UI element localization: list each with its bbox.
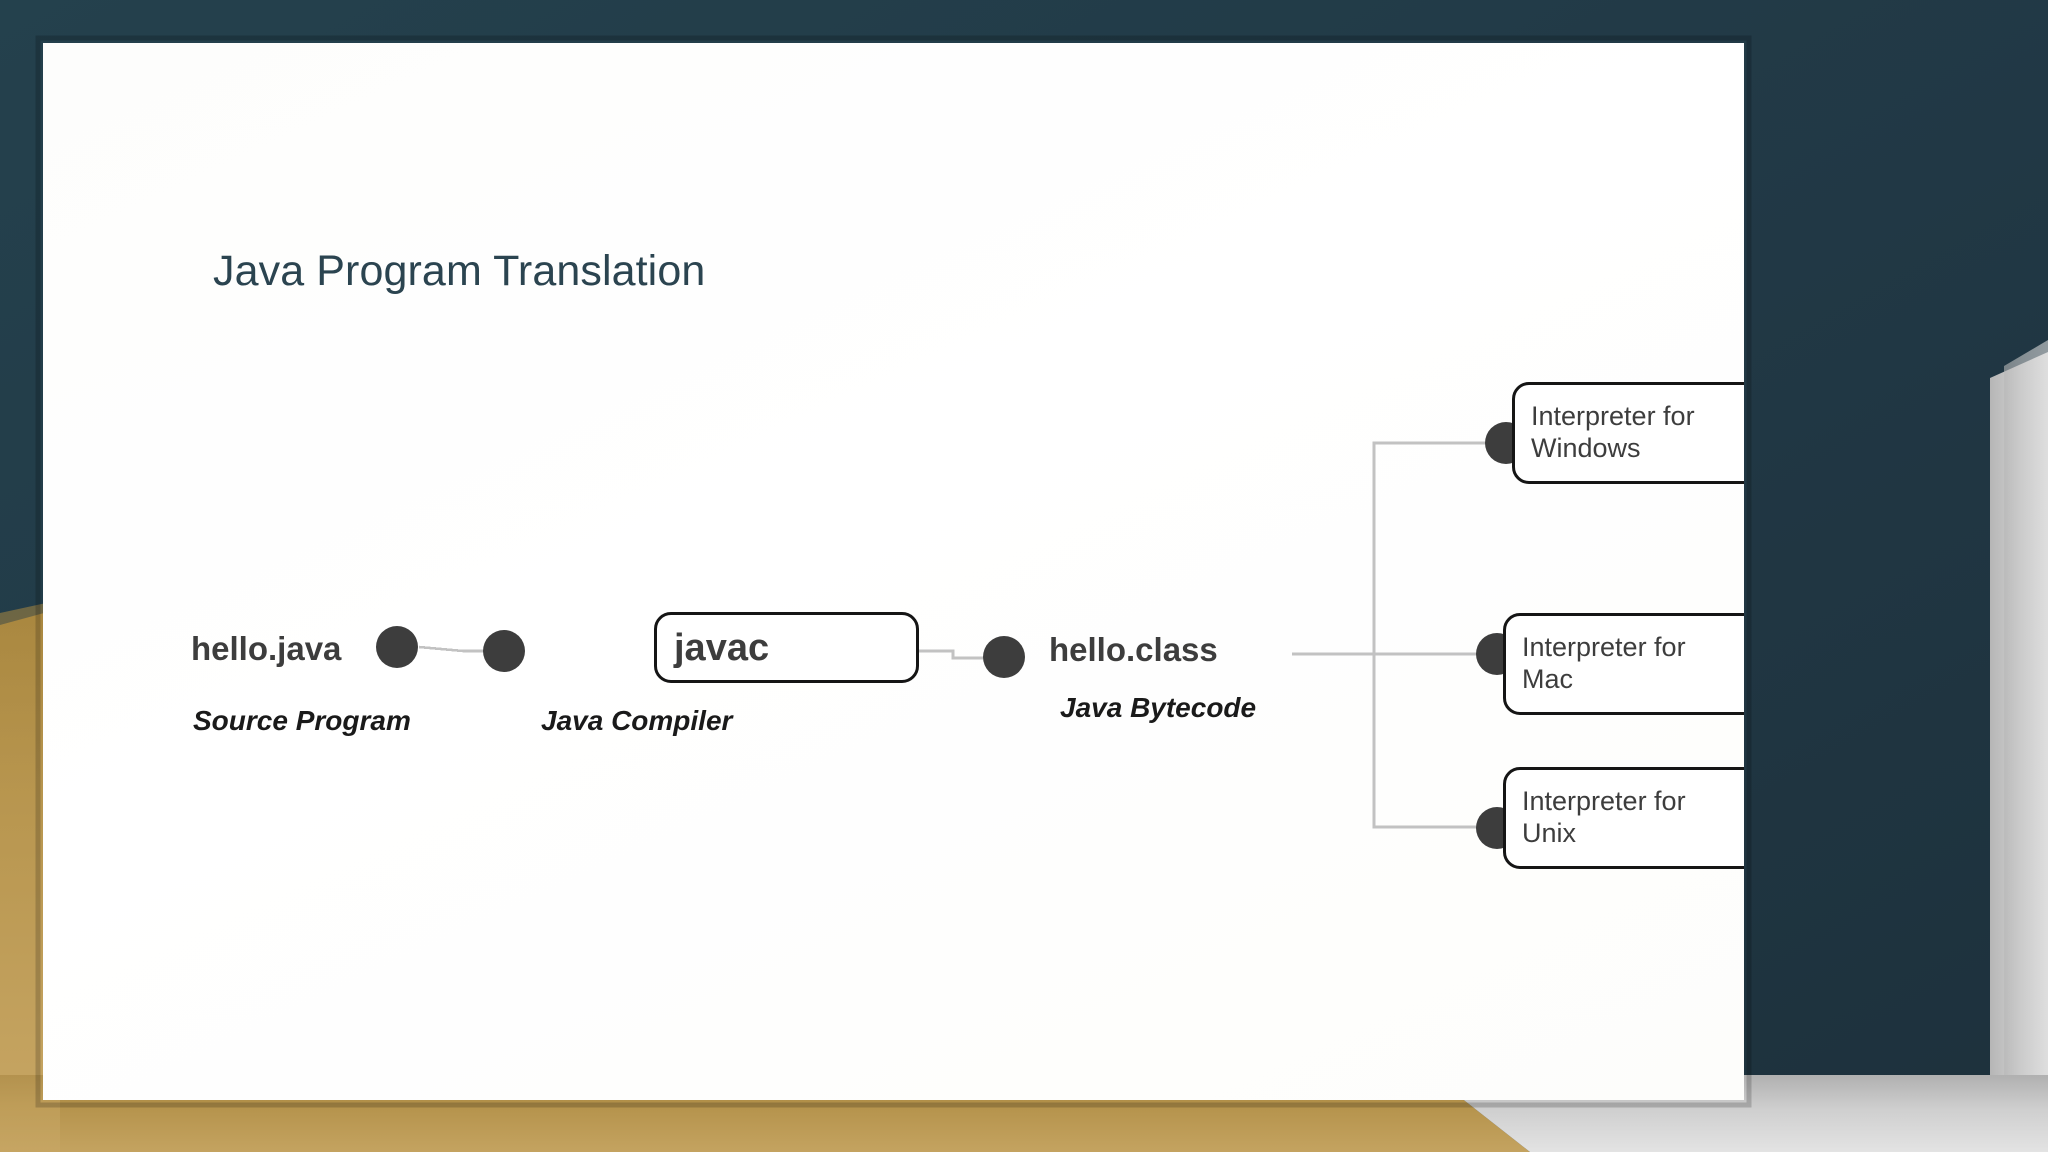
connector-dot-compiler-in[interactable] (483, 630, 525, 672)
node-box-compiler[interactable]: javac (654, 612, 919, 683)
node-label-bytecode: hello.class (1049, 631, 1218, 668)
node-label-interp-windows: Interpreter for Windows (1531, 401, 1695, 463)
node-box-interp-windows[interactable]: Interpreter for Windows (1512, 382, 1744, 484)
node-label-interp-unix: Interpreter for Unix (1522, 786, 1686, 848)
java-translation-diagram: hello.java Source Program javac Java Com… (43, 43, 1744, 1100)
node-caption-bytecode: Java Bytecode (1060, 692, 1257, 723)
node-label-compiler: javac (674, 626, 770, 669)
node-caption-source: Source Program (193, 705, 411, 736)
edge-bytecode-to-windows (1372, 441, 1492, 654)
connector-dot-bytecode[interactable] (983, 636, 1025, 678)
page-title: Java Program Translation (213, 247, 706, 295)
node-caption-compiler: Java Compiler (541, 705, 733, 736)
connector-lines (418, 441, 1492, 829)
node-box-interp-unix[interactable]: Interpreter for Unix (1503, 767, 1744, 869)
node-label-interp-mac: Interpreter for Mac (1522, 632, 1686, 694)
slide-canvas: Java Program Translation (43, 43, 1744, 1100)
edge-bytecode-to-unix (1372, 654, 1492, 829)
node-box-interp-mac[interactable]: Interpreter for Mac (1503, 613, 1744, 715)
node-label-source: hello.java (191, 630, 342, 667)
connector-dot-source[interactable] (376, 626, 418, 668)
